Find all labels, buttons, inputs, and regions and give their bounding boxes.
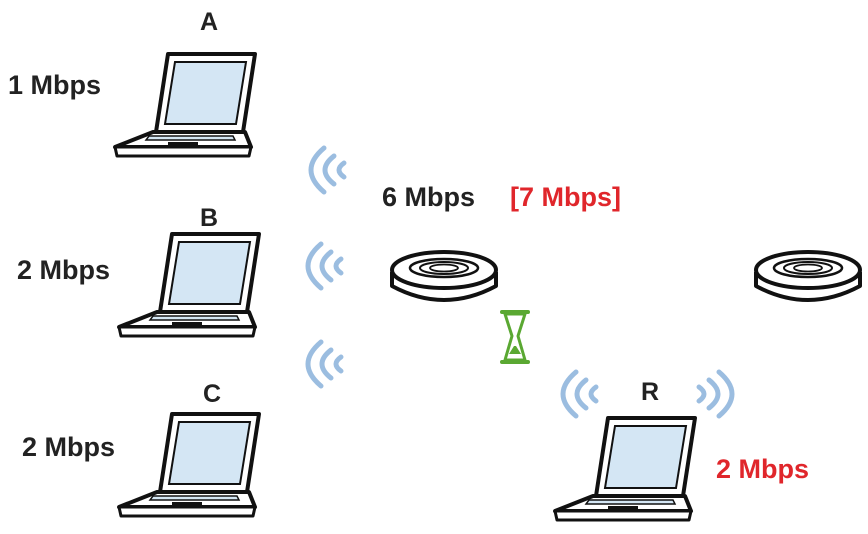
client-c-name: C [203,380,222,408]
laptop-icon [117,232,261,338]
wireless-signal-icon [308,244,341,288]
hourglass-icon [500,310,530,364]
wireless-signal-icon [563,372,596,416]
client-a-name: A [200,8,219,36]
client-b-rate: 2 Mbps [17,255,111,285]
client-r-name: R [641,378,660,406]
laptop-icon [113,52,257,158]
client-a-rate: 1 Mbps [8,70,102,100]
client-c-rate: 2 Mbps [22,432,116,462]
laptop-icon [117,412,261,518]
laptop-icon [553,416,697,522]
access-point-icon [754,250,862,302]
access-point-icon [390,250,498,302]
ap-rate-alt: [7 Mbps] [510,182,621,212]
client-b-name: B [200,204,219,232]
wireless-signal-icon [308,342,341,386]
wireless-signal-icon [699,372,732,416]
client-r-rate: 2 Mbps [716,454,810,484]
wireless-signal-icon [311,148,344,192]
ap-rate: 6 Mbps [382,182,476,212]
